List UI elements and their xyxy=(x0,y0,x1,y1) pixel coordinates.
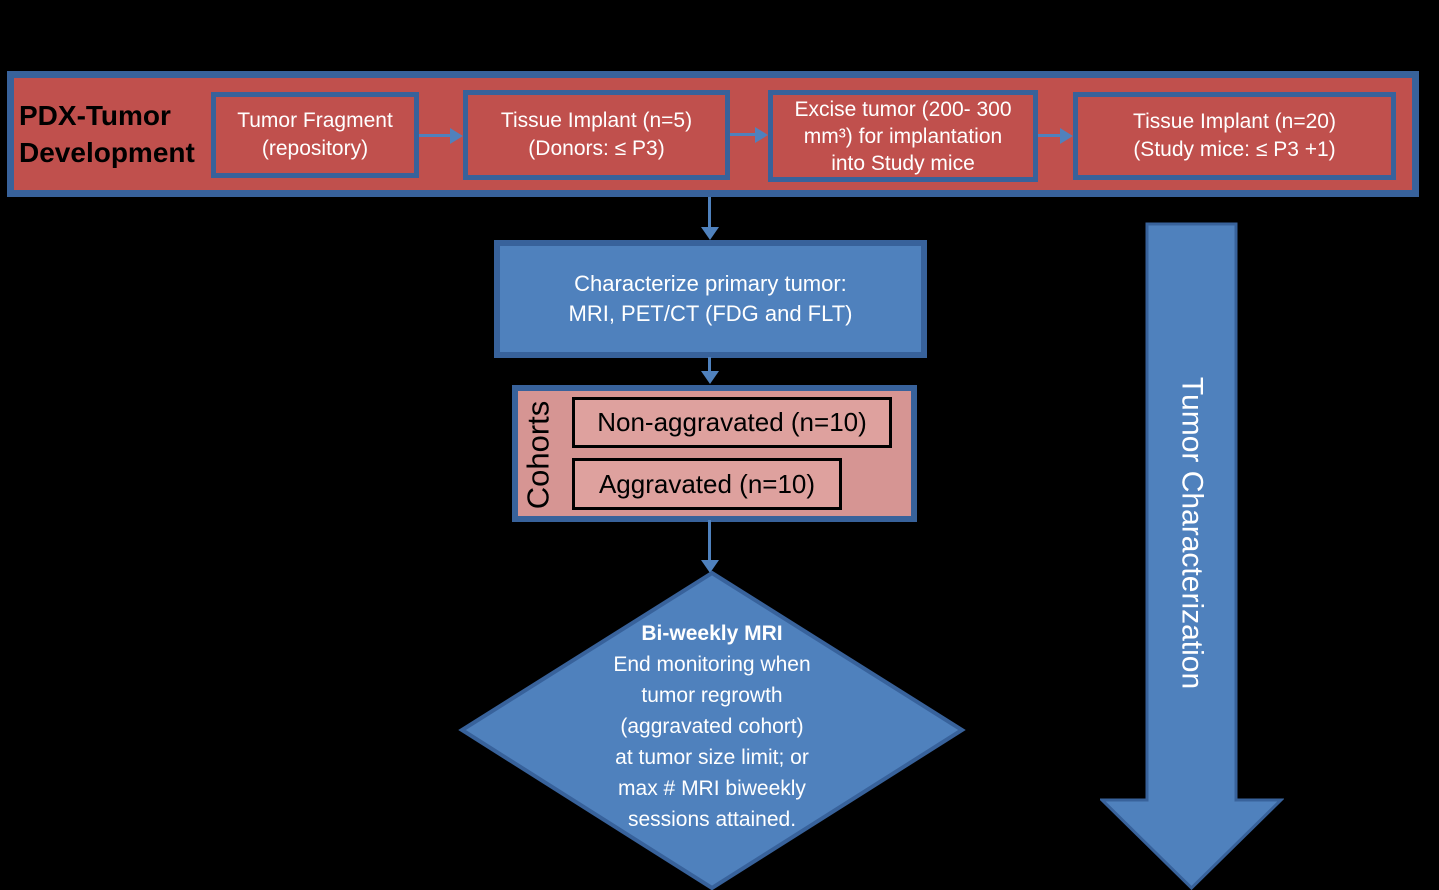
arrow-line xyxy=(1038,134,1064,137)
arrow-head xyxy=(755,127,768,143)
flow-arrow-right-icon xyxy=(1038,128,1073,144)
arrow-head xyxy=(701,560,719,573)
box-line: (Donors: ≤ P3) xyxy=(528,137,665,160)
diamond-line: sessions attained. xyxy=(627,808,797,831)
cohort-non-aggravated-box: Non-aggravated (n=10) xyxy=(572,397,892,448)
flow-arrow-right-icon xyxy=(419,128,463,144)
box-line: Excise tumor (200- 300 xyxy=(794,97,1012,121)
arrow-head xyxy=(701,227,719,240)
diamond-line: at tumor size limit; or xyxy=(615,746,809,769)
arrow-line xyxy=(708,197,711,231)
tumor-characterization-label: Tumor Characterization xyxy=(1175,376,1209,690)
decision-diamond-text: Bi-weekly MRI End monitoring when tumor … xyxy=(532,618,892,835)
box-line: Characterize primary tumor: xyxy=(574,271,847,296)
arrow-head xyxy=(1060,128,1073,144)
diamond-title: Bi-weekly MRI xyxy=(641,622,783,645)
box-line: Tissue Implant (n=5) xyxy=(500,109,693,132)
arrow-line xyxy=(708,357,711,375)
box-line: (Study mice: ≤ P3 +1) xyxy=(1133,138,1336,161)
box-line: Tissue Implant (n=20) xyxy=(1133,110,1336,133)
box-line: mm³) for implantation xyxy=(803,124,1003,148)
flow-arrow-down-icon xyxy=(701,197,719,240)
excise-tumor-box: Excise tumor (200- 300 mm³) for implanta… xyxy=(768,90,1038,182)
cohort-aggravated-box: Aggravated (n=10) xyxy=(572,458,842,510)
box-line: into Study mice xyxy=(831,151,975,175)
flow-arrow-down-icon xyxy=(701,520,719,573)
decision-diamond-shape xyxy=(458,570,966,890)
diamond-line: tumor regrowth xyxy=(641,684,783,707)
box-line: MRI, PET/CT (FDG and FLT) xyxy=(568,301,853,326)
tumor-characterization-arrow-shape xyxy=(1100,222,1284,890)
diamond-line: (aggravated cohort) xyxy=(620,715,804,738)
box-line: Tumor Fragment xyxy=(237,109,393,132)
banner-title: PDX-Tumor Development xyxy=(19,100,195,168)
tissue-implant-n5-box: Tissue Implant (n=5) (Donors: ≤ P3) xyxy=(463,90,730,180)
arrow-head xyxy=(701,371,719,384)
arrow-line xyxy=(730,133,759,136)
arrow-head xyxy=(450,128,463,144)
flow-arrow-right-icon xyxy=(730,127,768,143)
diamond-line: max # MRI biweekly xyxy=(618,777,806,800)
arrow-line xyxy=(419,134,454,137)
tumor-fragment-box: Tumor Fragment (repository) xyxy=(211,92,419,178)
cohorts-label: Cohorts xyxy=(520,400,556,510)
flow-arrow-down-icon xyxy=(701,357,719,384)
arrow-line xyxy=(708,520,711,564)
characterize-tumor-box: Characterize primary tumor: MRI, PET/CT … xyxy=(494,240,927,358)
box-line: (repository) xyxy=(261,137,369,160)
tissue-implant-n20-box: Tissue Implant (n=20) (Study mice: ≤ P3 … xyxy=(1073,92,1396,180)
diamond-line: End monitoring when xyxy=(613,653,811,676)
